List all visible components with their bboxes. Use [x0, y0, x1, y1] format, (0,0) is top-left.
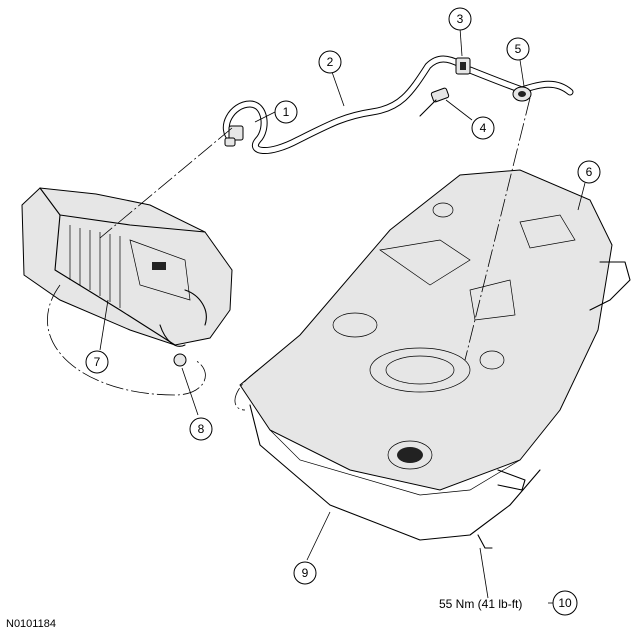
- hose-connector-5: [512, 86, 532, 102]
- evap-canister: [21, 187, 233, 367]
- figure-id-label: N0101184: [6, 618, 56, 630]
- tank-routing-dashed-line: [234, 97, 531, 411]
- hose-clip-3: [455, 57, 471, 75]
- callout-2: 2: [318, 50, 342, 74]
- leader-lines: [99, 27, 586, 604]
- svg-text:2: 2: [327, 55, 334, 69]
- canister-connector-8: [173, 353, 187, 367]
- callout-7: 7: [85, 350, 109, 374]
- svg-text:5: 5: [515, 42, 522, 56]
- svg-text:10: 10: [558, 596, 572, 610]
- callout-6: 6: [577, 160, 601, 184]
- connector-4: [419, 87, 450, 117]
- svg-text:7: 7: [94, 355, 101, 369]
- callout-10: 10: [552, 590, 578, 616]
- svg-text:6: 6: [586, 165, 593, 179]
- callout-4: 4: [471, 116, 495, 140]
- svg-text:3: 3: [457, 12, 464, 26]
- svg-text:4: 4: [480, 121, 487, 135]
- svg-text:9: 9: [302, 566, 309, 580]
- svg-text:8: 8: [198, 422, 205, 436]
- callout-3: 3: [448, 7, 472, 31]
- svg-text:1: 1: [283, 105, 290, 119]
- callout-9: 9: [293, 561, 317, 585]
- fuel-tank: [239, 169, 631, 549]
- torque-spec-label: 55 Nm (41 lb-ft): [439, 597, 522, 611]
- hose-connector-1: [224, 125, 244, 147]
- canister-routing-dashed-line: [47, 127, 233, 396]
- callout-5: 5: [506, 37, 530, 61]
- callout-8: 8: [189, 417, 213, 441]
- callout-1: 1: [274, 100, 298, 124]
